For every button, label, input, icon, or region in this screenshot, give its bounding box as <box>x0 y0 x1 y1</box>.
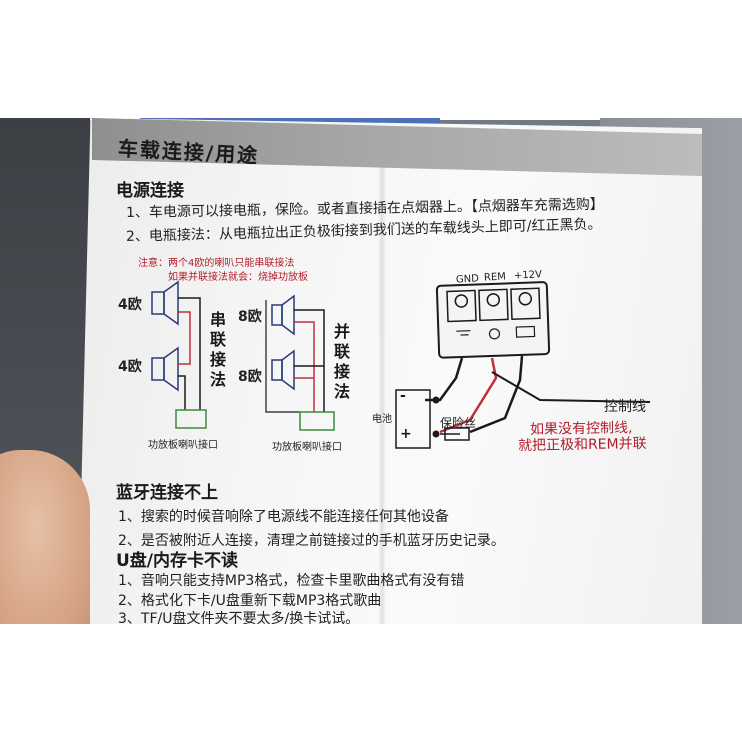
amp-port-label-parallel: 功放板喇叭接口 <box>272 442 342 453</box>
speaker-label-8ohm-top: 8欧 <box>238 309 262 325</box>
speaker-label-8ohm-bottom: 8欧 <box>238 369 262 385</box>
speaker-icon <box>271 294 295 336</box>
parallel-char: 法 <box>334 382 351 401</box>
white-border-bottom <box>0 624 742 742</box>
amp-port-label-series: 功放板喇叭接口 <box>148 440 218 451</box>
series-char: 串 <box>210 310 227 329</box>
terminal-gnd-label: GND <box>455 273 480 286</box>
bluetooth-line-2: 2、是否被附近人连接，清理之前链接过的手机蓝牙历史记录。 <box>118 533 505 549</box>
speaker-icon <box>151 280 179 326</box>
battery-label: 电池 <box>372 414 392 425</box>
battery-icon <box>395 389 431 449</box>
parallel-char: 接 <box>334 362 351 381</box>
note-line-1: 注意：两个4欧的喇叭只能串联接法 <box>138 258 295 269</box>
usb-line-2: 2、格式化下卡/U盘重新下载MP3格式歌曲 <box>118 593 382 609</box>
parallel-char: 并 <box>334 322 351 341</box>
power-terminal-module <box>435 281 551 359</box>
fuse-icon <box>444 427 470 441</box>
note-line-2: 如果并联接法就会：烧掉功放板 <box>168 272 308 283</box>
speaker-icon <box>271 349 295 391</box>
terminal-rem-label: REM <box>483 271 507 284</box>
series-char: 法 <box>210 370 227 389</box>
amp-port-series <box>175 409 207 429</box>
amp-port-parallel <box>299 411 335 431</box>
battery-plus: + <box>400 426 412 442</box>
usb-line-1: 1、音响只能支持MP3格式，检查卡里歌曲格式有没有错 <box>118 573 465 589</box>
series-char: 联 <box>210 330 227 349</box>
series-char: 接 <box>210 350 227 369</box>
terminal-12v-label: +12V <box>513 269 543 282</box>
parallel-char: 联 <box>334 342 351 361</box>
speaker-label-4ohm-top: 4欧 <box>118 297 142 313</box>
warning-line-2: 就把正极和REM并联 <box>517 435 647 455</box>
usb-section-title: U盘/内存卡不读 <box>116 551 239 571</box>
control-wire-label: 控制线 <box>604 399 646 415</box>
paper-fold <box>378 150 386 624</box>
speaker-label-4ohm-bottom: 4欧 <box>118 359 142 375</box>
bluetooth-line-1: 1、搜索的时候音响除了电源线不能连接任何其他设备 <box>118 509 449 525</box>
bluetooth-section-title: 蓝牙连接不上 <box>116 483 218 503</box>
instruction-paper <box>78 118 702 624</box>
white-border-top <box>0 0 742 120</box>
battery-minus: - <box>400 388 406 404</box>
fuse-label: 保险丝 <box>440 416 477 430</box>
speaker-icon <box>151 346 179 392</box>
power-section-title: 电源连接 <box>116 181 184 201</box>
usb-line-3: 3、TF/U盘文件夹不要太多/换卡试试。 <box>118 611 360 627</box>
